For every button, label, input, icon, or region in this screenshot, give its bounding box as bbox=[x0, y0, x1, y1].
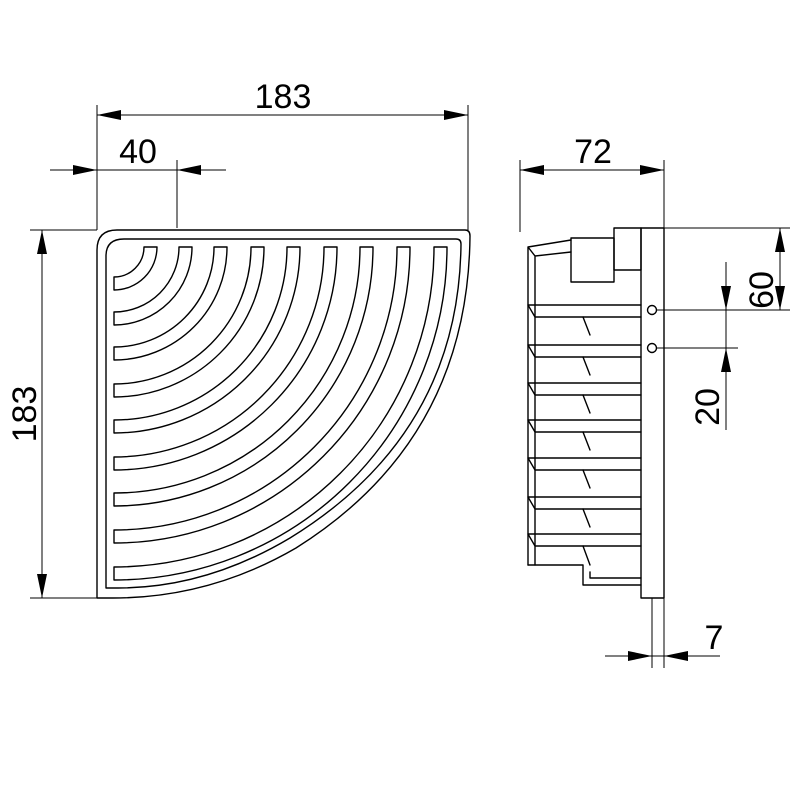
side-top-rim bbox=[527, 239, 572, 566]
rib-arc bbox=[113, 246, 193, 326]
dim-72: 72 bbox=[574, 133, 612, 171]
basket-ribs bbox=[113, 246, 448, 581]
rib-arc bbox=[113, 246, 228, 361]
side-bar-tick bbox=[582, 316, 591, 336]
rib-arc bbox=[113, 246, 158, 291]
basket-inner-rim bbox=[105, 238, 462, 589]
side-bars bbox=[527, 304, 642, 566]
side-bar-tick bbox=[582, 431, 591, 451]
side-bar bbox=[527, 304, 642, 318]
mounting-hole-lower bbox=[646, 342, 658, 354]
rib-arc bbox=[113, 246, 374, 507]
side-bar bbox=[527, 457, 642, 471]
rib-arc bbox=[113, 246, 301, 434]
side-bar bbox=[527, 419, 642, 433]
side-bar-tick bbox=[582, 394, 591, 414]
dim-60: 60 bbox=[743, 271, 781, 309]
side-bar-tick bbox=[582, 356, 591, 376]
corner-basket-top-view bbox=[96, 229, 471, 599]
side-bar-tick bbox=[582, 469, 591, 489]
mounting-hole-upper bbox=[646, 304, 658, 316]
rib-arc bbox=[113, 246, 338, 471]
dimension-lines bbox=[30, 105, 790, 668]
top-bracket bbox=[570, 237, 615, 283]
side-bar bbox=[527, 382, 642, 396]
rib-arc bbox=[113, 246, 448, 581]
dim-183-vertical: 183 bbox=[6, 386, 44, 443]
side-bottom-rim bbox=[527, 564, 642, 586]
rib-arc bbox=[113, 246, 411, 544]
side-bar bbox=[527, 344, 642, 358]
side-bar-tick bbox=[582, 508, 591, 528]
side-bar bbox=[527, 496, 642, 510]
side-bar bbox=[527, 533, 642, 547]
rib-arc bbox=[113, 246, 265, 398]
dim-183-horizontal: 183 bbox=[255, 78, 312, 116]
dim-20: 20 bbox=[689, 388, 727, 426]
basket-outer-frame bbox=[96, 229, 471, 599]
side-bar-tick bbox=[582, 545, 591, 566]
basket-side-view bbox=[527, 227, 665, 599]
wall-plate bbox=[640, 227, 665, 599]
dim-7: 7 bbox=[705, 619, 724, 657]
top-hook bbox=[613, 227, 642, 271]
dim-40: 40 bbox=[119, 133, 157, 171]
